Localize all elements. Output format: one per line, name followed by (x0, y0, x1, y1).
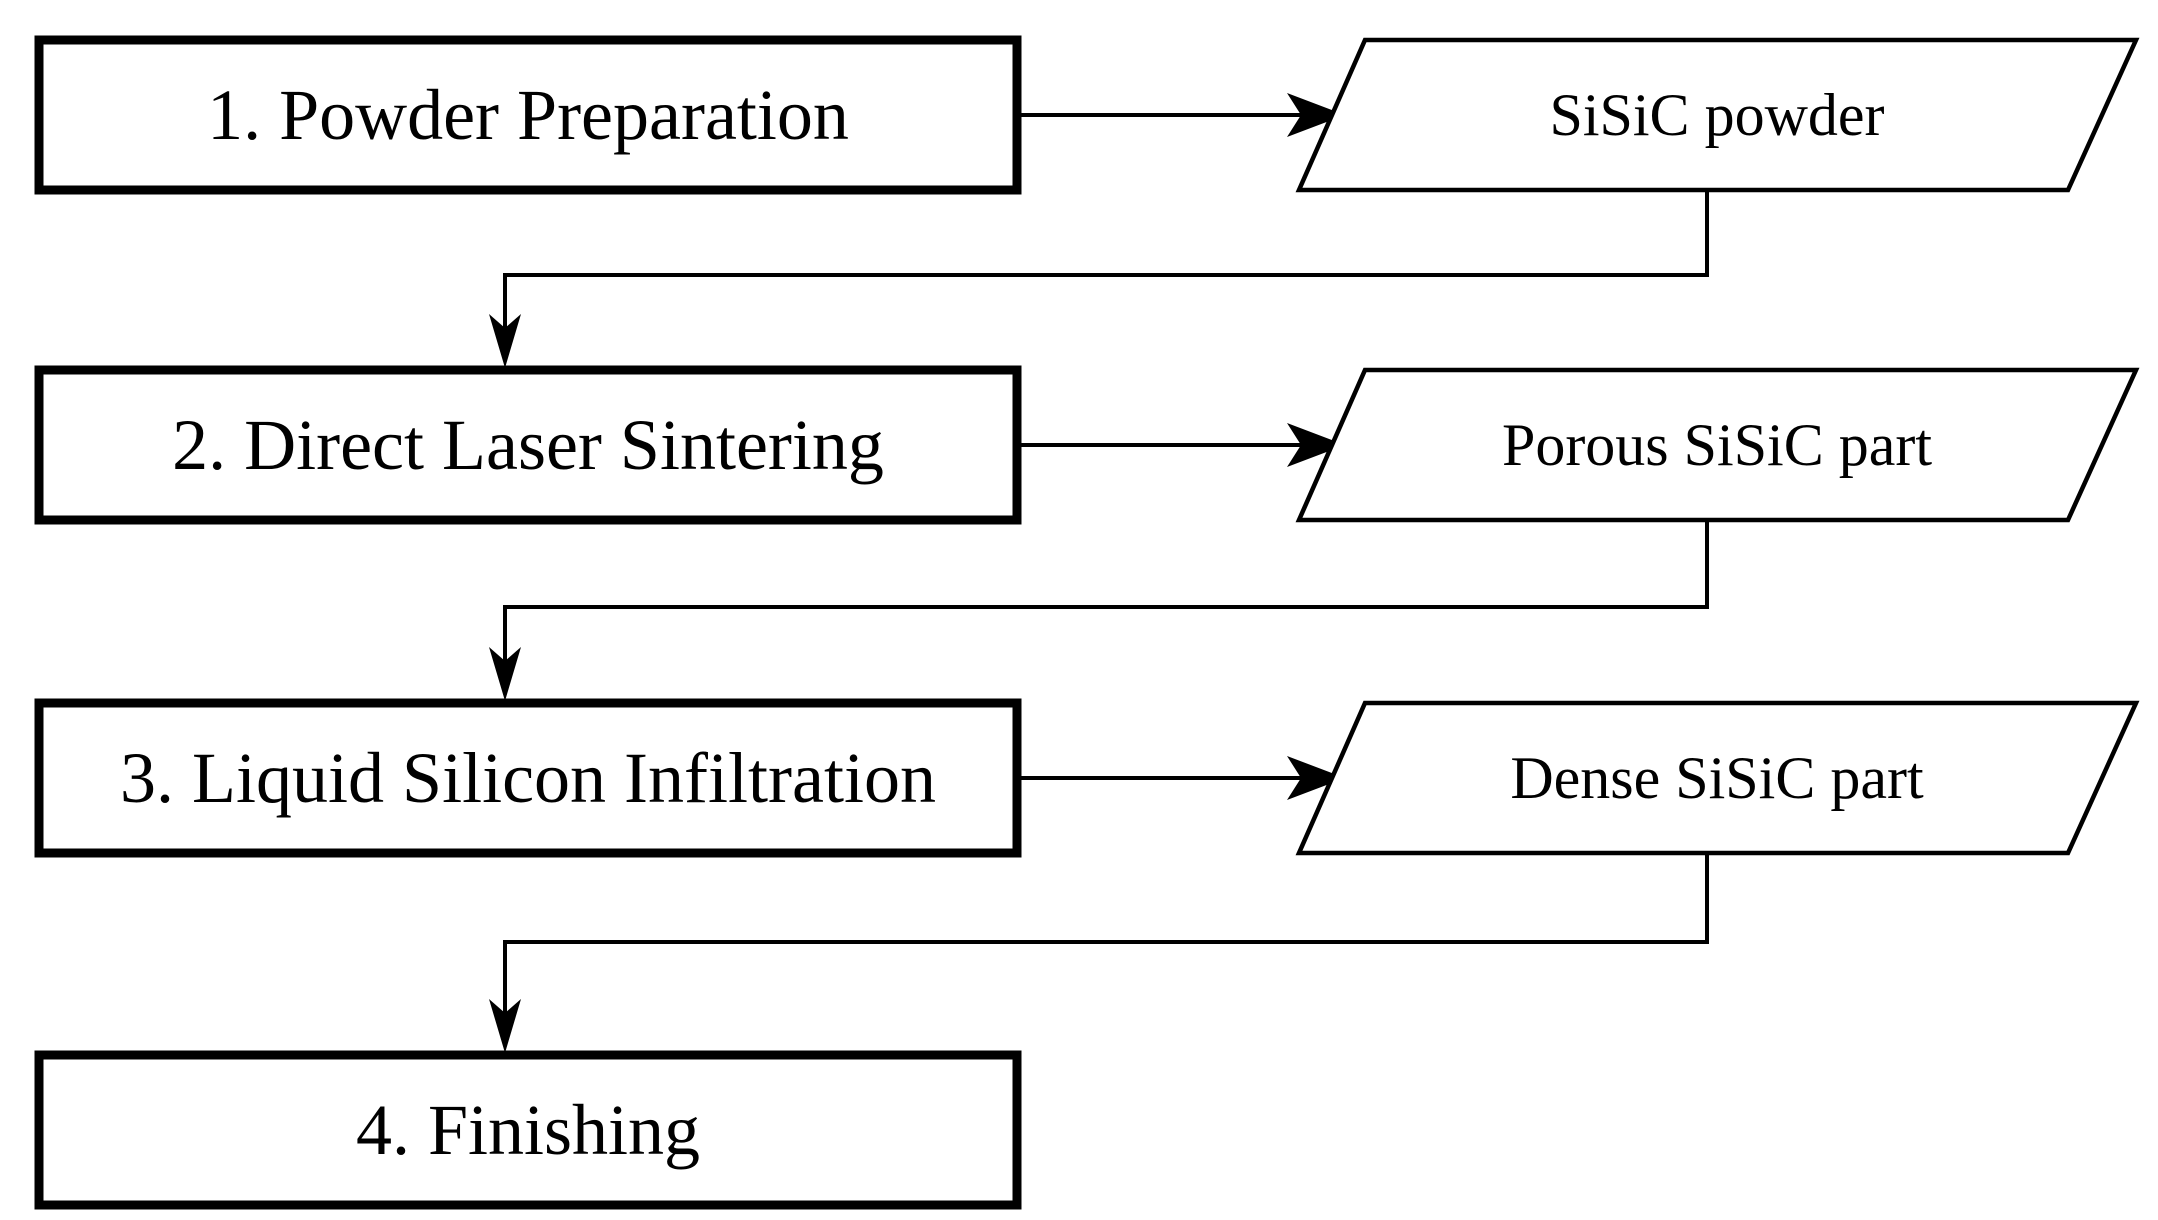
process-box (34, 365, 1022, 525)
output-node-porous-sisic-part: Porous SiSiC part (1295, 367, 2140, 523)
process-node-direct-laser-sintering: 2. Direct Laser Sintering (34, 365, 1022, 525)
arrowhead-right-icon (1287, 93, 1345, 137)
process-label: 2. Direct Laser Sintering (172, 405, 884, 485)
arrow-direct-laser-sintering-to-output (1021, 423, 1345, 467)
connector-output1-to-step2 (489, 188, 1709, 368)
arrow-liquid-silicon-infiltration-to-output (1021, 756, 1345, 800)
output-parallelogram (1295, 37, 2140, 193)
output-label: Dense SiSiC part (1510, 745, 1924, 811)
connector-output3-to-step4 (489, 851, 1709, 1053)
arrowhead-right-icon (1287, 423, 1345, 467)
output-node-sisic-powder: SiSiC powder (1295, 37, 2140, 193)
process-box (34, 1050, 1022, 1210)
arrowhead-down-icon (489, 314, 521, 368)
arrowhead-right-icon (1287, 756, 1345, 800)
connector-line (503, 851, 1709, 1015)
process-node-liquid-silicon-infiltration: 3. Liquid Silicon Infiltration (34, 698, 1022, 858)
arrow-powder-preparation-to-output (1021, 93, 1345, 137)
process-box (34, 698, 1022, 858)
output-node-dense-sisic-part: Dense SiSiC part (1295, 700, 2140, 856)
process-label: 4. Finishing (356, 1090, 700, 1170)
connector-line (503, 518, 1709, 663)
connector-output2-to-step3 (489, 518, 1709, 701)
arrowhead-down-icon (489, 999, 521, 1053)
arrowhead-down-icon (489, 647, 521, 701)
output-parallelogram (1295, 700, 2140, 856)
process-node-powder-preparation: 1. Powder Preparation (34, 35, 1022, 195)
connector-line (503, 188, 1709, 330)
output-label: SiSiC powder (1549, 82, 1884, 148)
process-label: 3. Liquid Silicon Infiltration (120, 738, 936, 818)
process-node-finishing: 4. Finishing (34, 1050, 1022, 1210)
output-parallelogram (1295, 367, 2140, 523)
output-label: Porous SiSiC part (1502, 412, 1932, 478)
process-box (34, 35, 1022, 195)
process-label: 1. Powder Preparation (207, 75, 849, 155)
